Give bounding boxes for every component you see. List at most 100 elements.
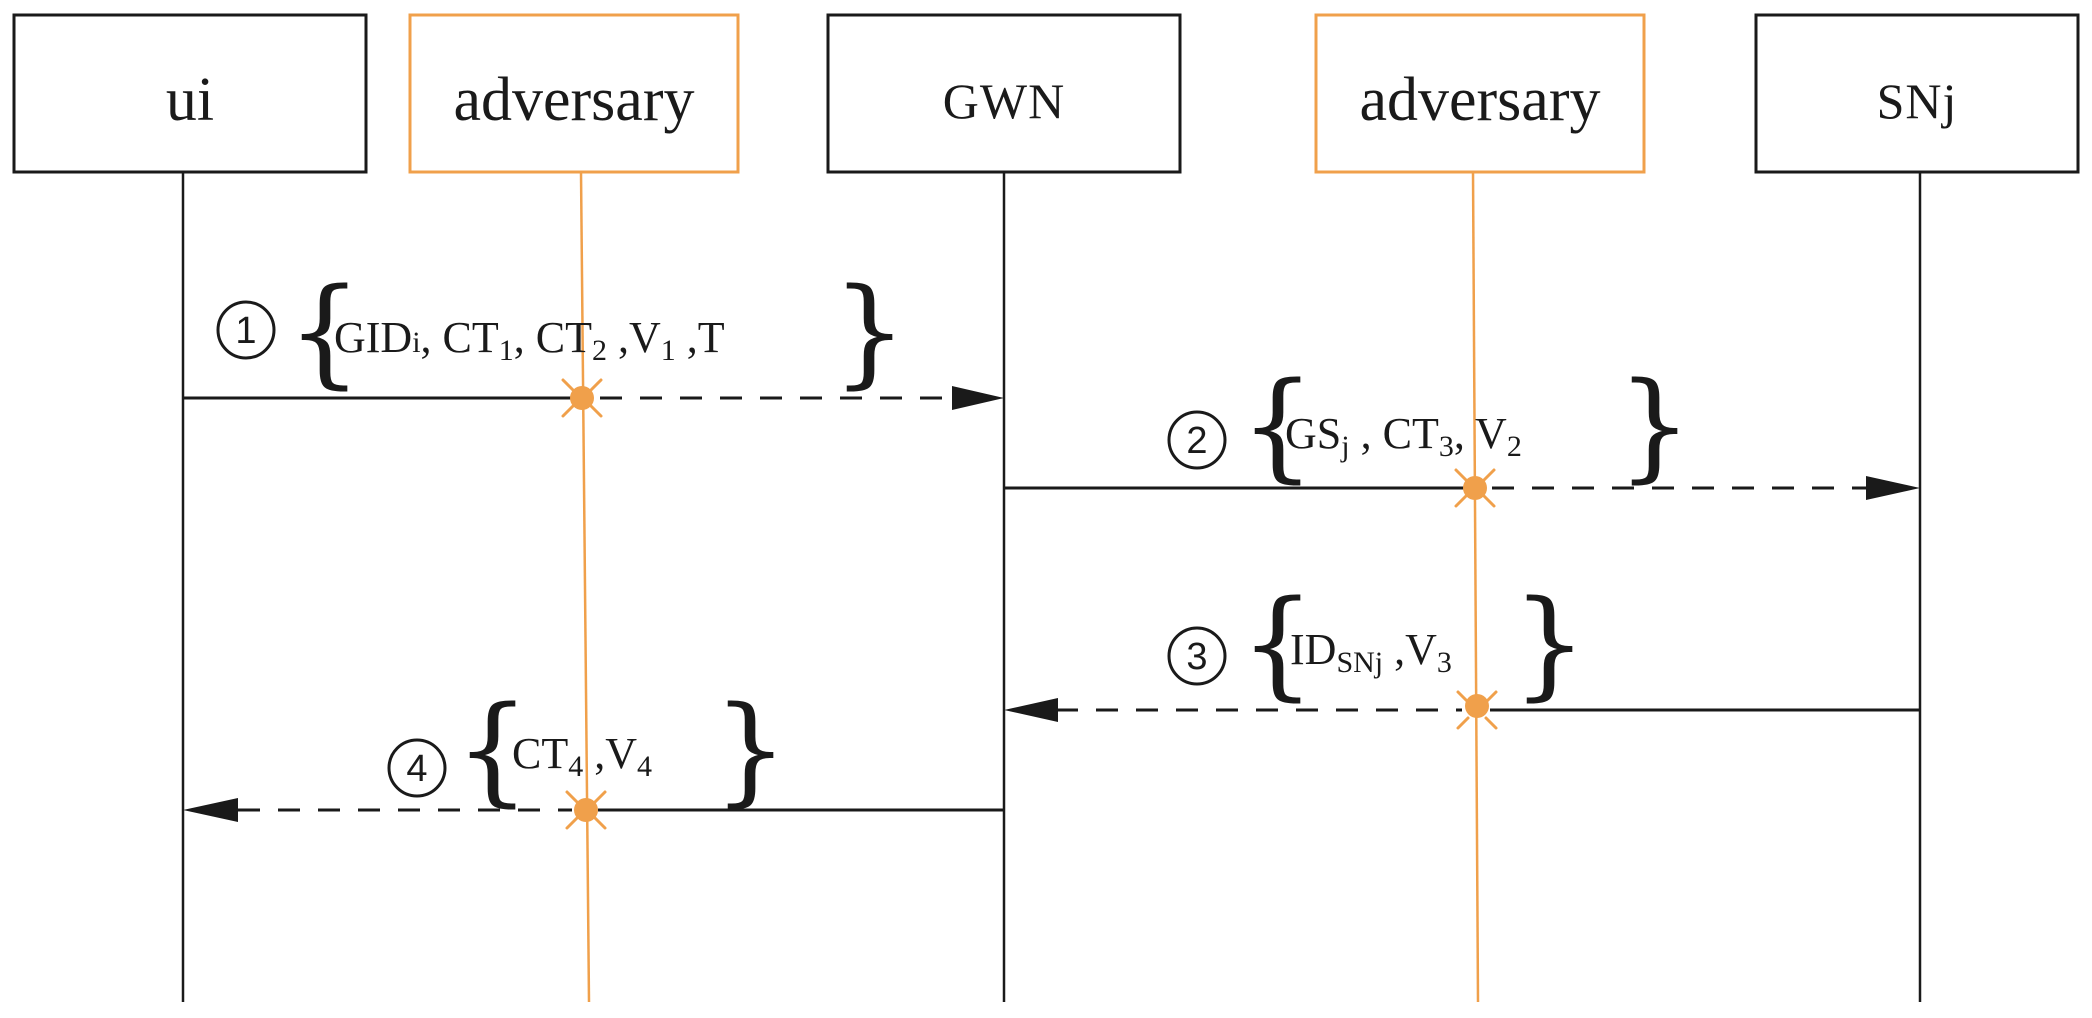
message-3-close-brace: }	[1512, 574, 1587, 712]
message-4-open-brace: {	[455, 680, 530, 818]
param: CT	[536, 313, 592, 362]
spark-ray	[589, 404, 603, 418]
param-sub: j	[1340, 430, 1349, 463]
param-sub: 4	[568, 750, 583, 783]
message-2-open-brace: {	[1240, 356, 1315, 494]
intercept-dot-3	[1465, 694, 1489, 718]
intercept-point-4	[565, 790, 607, 830]
param-sub: 1	[661, 334, 676, 367]
separator: ,	[583, 729, 605, 778]
param-sub: i	[412, 326, 420, 359]
participant-gwn-label: GWN	[943, 73, 1065, 129]
param-sub: 3	[1439, 430, 1454, 463]
spark-ray	[1484, 690, 1498, 704]
message-1-arrowhead	[952, 386, 1004, 410]
participant-adversary-2-box	[1314, 13, 1646, 174]
message-4-number-circle	[387, 738, 447, 798]
participant-adversary-2-label: adversary	[1360, 66, 1601, 134]
spark-ray	[1484, 716, 1498, 730]
participant-gwn-box	[826, 13, 1182, 174]
participant-adversary-1-box	[408, 13, 740, 174]
param: GID	[334, 313, 412, 362]
separator: ,	[421, 313, 443, 362]
intercept-dot-2	[1463, 476, 1487, 500]
message-3: 3 { IDSNj ,V3 }	[1004, 574, 1920, 722]
param-sub: 3	[1437, 646, 1452, 679]
message-3-open-brace: {	[1240, 574, 1315, 712]
spark-ray	[593, 816, 607, 830]
separator: ,	[607, 313, 629, 362]
intercept-point-1	[561, 378, 603, 418]
param: V	[629, 313, 661, 362]
message-4-number: 4	[406, 748, 427, 790]
message-2-number: 2	[1186, 420, 1207, 462]
message-2-params: GSj , CT3, V2	[1285, 409, 1522, 463]
spark-ray	[565, 790, 579, 804]
participant-ui-label: ui	[166, 66, 214, 134]
param: CT	[512, 729, 568, 778]
message-2: 2 { GSj , CT3, V2 }	[1004, 356, 1920, 500]
participant-ui: ui	[12, 13, 368, 174]
param-sub: 2	[592, 334, 607, 367]
message-1-params: GIDi, CT1, CT2 ,V1 ,T	[334, 313, 725, 367]
intercept-point-2	[1454, 468, 1496, 508]
spark-ray	[1454, 468, 1468, 482]
message-1-number-circle	[216, 300, 276, 360]
intercept-point-3	[1456, 690, 1498, 730]
param-sub: 4	[637, 750, 652, 783]
param: ID	[1290, 625, 1336, 674]
spark-ray	[1456, 716, 1470, 730]
spark-ray	[1454, 494, 1468, 508]
message-2-close-brace: }	[1617, 356, 1692, 494]
intercept-dot-4	[574, 798, 598, 822]
message-3-number-circle	[1167, 626, 1227, 686]
participant-adversary-2: adversary	[1314, 13, 1646, 174]
spark-ray	[589, 378, 603, 392]
message-1-close-brace: }	[832, 262, 907, 400]
participant-snj: SNj	[1754, 13, 2080, 174]
separator: ,	[676, 313, 698, 362]
spark-ray	[561, 404, 575, 418]
participant-snj-box	[1754, 13, 2080, 174]
spark-ray	[565, 816, 579, 830]
param: V	[1405, 625, 1437, 674]
message-4: 4 { CT4 ,V4 }	[183, 680, 1004, 822]
message-3-arrowhead	[1004, 698, 1058, 722]
participant-ui-box	[12, 13, 368, 174]
message-2-arrowhead	[1866, 476, 1920, 500]
separator: ,	[1454, 409, 1475, 458]
separator: ,	[514, 313, 536, 362]
spark-ray	[1482, 494, 1496, 508]
message-1-open-brace: {	[287, 262, 362, 400]
intercept-dot-1	[570, 386, 594, 410]
param: V	[1475, 409, 1507, 458]
message-3-number: 3	[1186, 636, 1207, 678]
param-sub: SNj	[1336, 646, 1383, 679]
spark-ray	[561, 378, 575, 392]
participant-adversary-1: adversary	[408, 13, 740, 174]
param: GS	[1285, 409, 1341, 458]
spark-ray	[1482, 468, 1496, 482]
lifeline-adversary-2	[1471, 171, 1480, 1003]
separator: ,	[1350, 409, 1383, 458]
spark-ray	[1456, 690, 1470, 704]
param-sub: 1	[499, 334, 514, 367]
param: V	[605, 729, 637, 778]
message-4-arrowhead	[183, 798, 238, 822]
participant-snj-label: SNj	[1877, 73, 1958, 129]
participant-adversary-1-label: adversary	[454, 66, 695, 134]
participant-gwn: GWN	[826, 13, 1182, 174]
message-4-close-brace: }	[713, 680, 788, 818]
message-1-number: 1	[235, 310, 256, 352]
param-sub: 2	[1507, 430, 1522, 463]
lifeline-adversary-1	[579, 171, 591, 1003]
param: CT	[443, 313, 499, 362]
spark-ray	[593, 790, 607, 804]
param: CT	[1383, 409, 1439, 458]
message-3-params: IDSNj ,V3	[1290, 625, 1452, 679]
separator: ,	[1383, 625, 1405, 674]
message-1: 1 { GIDi, CT1, CT2 ,V1 ,T }	[183, 262, 1004, 410]
message-4-params: CT4 ,V4	[512, 729, 652, 783]
param: T	[698, 313, 725, 362]
